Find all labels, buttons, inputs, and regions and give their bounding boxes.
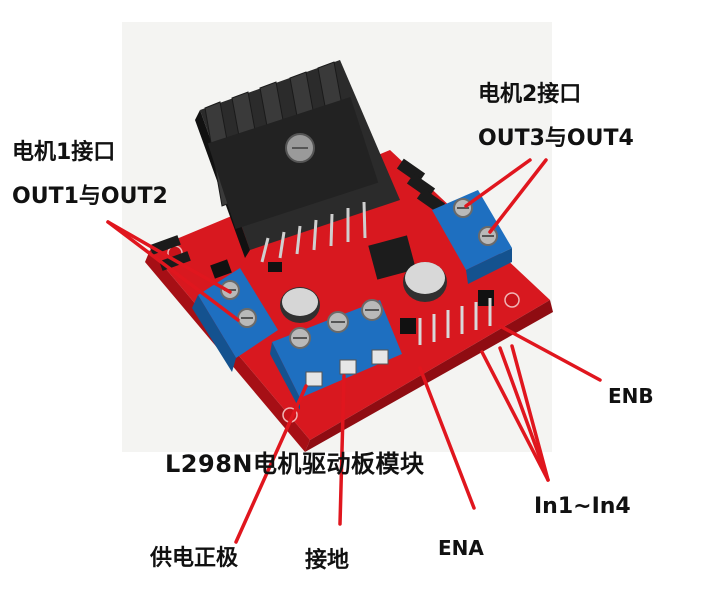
enb-label: ENB (608, 384, 654, 408)
terminal-block-out3-out4-icon (432, 190, 512, 284)
l298n-board-icon (122, 22, 553, 452)
motor2-label-line2: OUT3与OUT4 (478, 126, 634, 151)
terminal-block-out1-out2-icon (192, 268, 278, 372)
ground-label: 接地 (305, 548, 350, 573)
pointer-arrows (106, 158, 602, 544)
heatsink-icon (195, 60, 400, 258)
terminal-block-power-icon (270, 299, 402, 410)
motor1-label-line2: OUT1与OUT2 (12, 184, 168, 209)
capacitor-icon (280, 262, 447, 323)
motor1-label-line1: 电机1接口 (12, 140, 116, 165)
power-label: 供电正极 (150, 546, 239, 571)
motor2-label-line1: 电机2接口 (478, 82, 582, 107)
in-pins-label: In1~In4 (534, 494, 631, 519)
board-title: L298N电机驱动板模块 (165, 450, 425, 478)
ena-label: ENA (438, 536, 484, 560)
